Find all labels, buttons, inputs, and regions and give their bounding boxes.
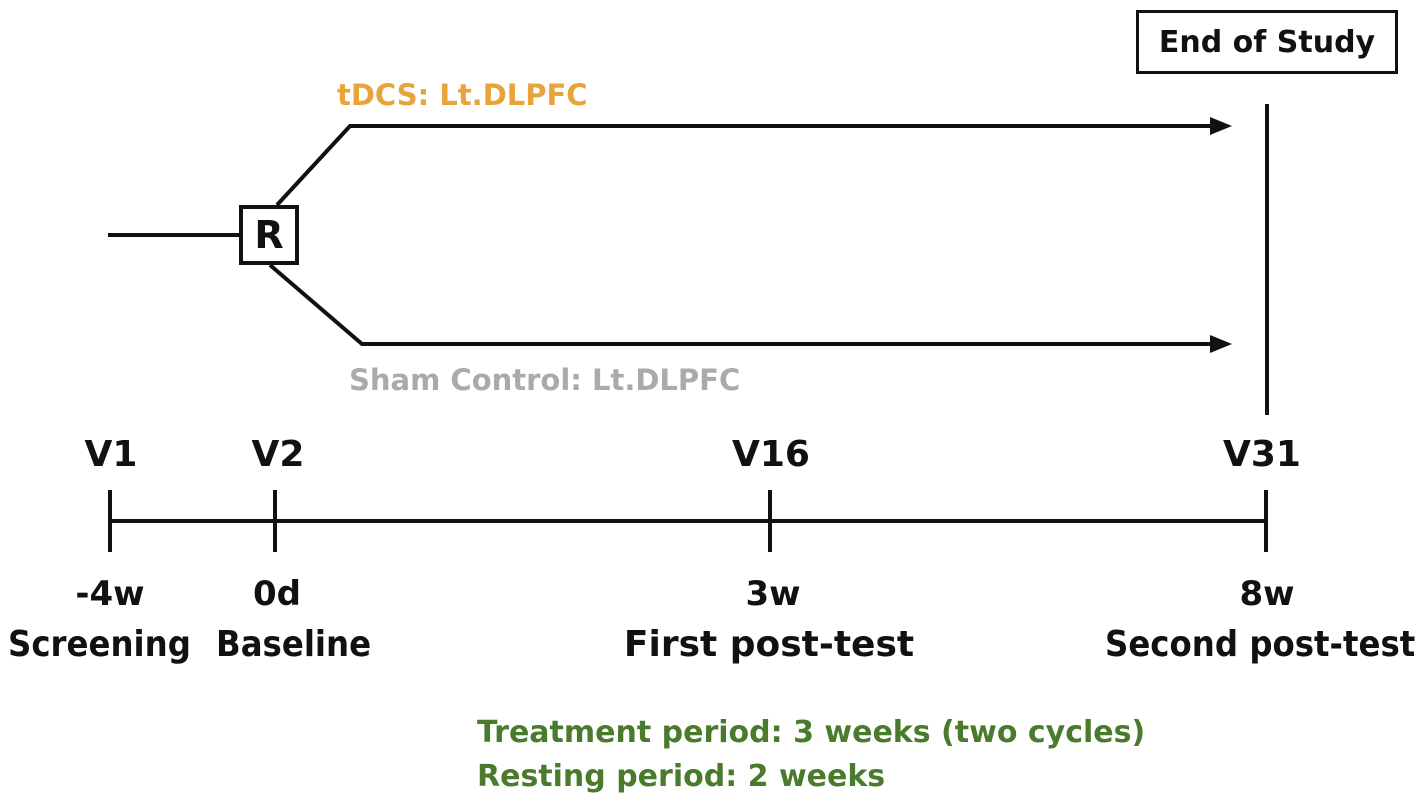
phase-label-screening: Screening — [8, 624, 191, 665]
visit-label-v16: V16 — [732, 434, 810, 475]
time-label-v1: -4w — [75, 574, 145, 614]
tdcs-arm-arrowhead — [1210, 117, 1232, 135]
resting-period-note: Resting period: 2 weeks — [477, 759, 886, 794]
randomization-box: R — [239, 205, 299, 265]
tdcs-arm-path — [275, 124, 1212, 207]
visit-label-v2: V2 — [251, 434, 305, 475]
time-label-v16: 3w — [745, 574, 801, 614]
time-label-v31: 8w — [1239, 574, 1295, 614]
phase-label-first-post-test: First post-test — [623, 624, 915, 665]
phase-label-baseline: Baseline — [216, 624, 372, 665]
time-label-v2: 0d — [253, 574, 301, 614]
end-of-study-box: End of Study — [1136, 10, 1398, 74]
visit-label-v1: V1 — [84, 434, 138, 475]
sham-arm-arrowhead — [1210, 335, 1232, 353]
phase-label-second-post-test: Second post-test — [1105, 624, 1416, 665]
sham-arm-label: Sham Control: Lt.DLPFC — [349, 363, 741, 397]
visit-label-v31: V31 — [1223, 434, 1301, 475]
sham-arm-path — [268, 263, 1212, 346]
tdcs-arm-label: tDCS: Lt.DLPFC — [337, 78, 588, 112]
treatment-period-note: Treatment period: 3 weeks (two cycles) — [477, 715, 1146, 750]
